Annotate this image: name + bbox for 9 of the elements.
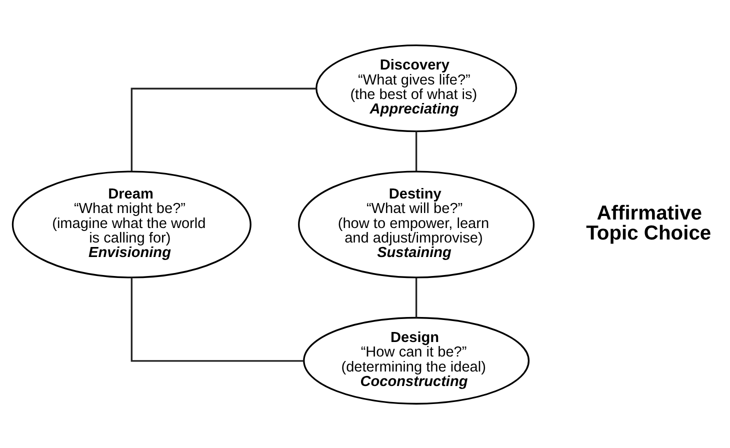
connector	[130, 277, 304, 362]
connector	[415, 277, 418, 318]
connector	[415, 130, 418, 171]
label: Affirmative Topic Choice	[586, 202, 712, 244]
node-ellipse: Dream “What might be?” (imagine what the world is calling for) Envisioning	[12, 170, 252, 278]
node-ellipse: Destiny “What will be?” (how to empower, learn and adjust/improvise) Sustaining	[298, 170, 535, 278]
node-ellipse: Design “How can it be?” (determining the ideal) Coconstructing	[303, 316, 530, 404]
connector	[130, 87, 316, 171]
node-ellipse: Discovery “What gives life?” (the best of what is) Appreciating	[316, 44, 518, 132]
